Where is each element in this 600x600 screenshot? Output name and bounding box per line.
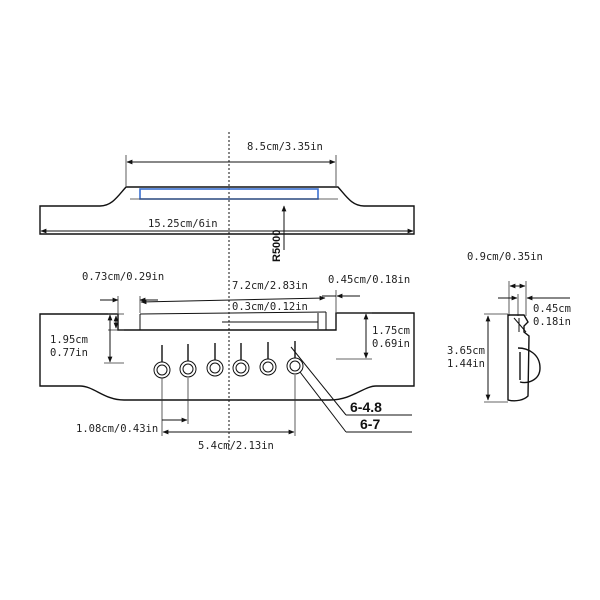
side-pin-head [517, 347, 541, 384]
pin-hole-inner [156, 364, 168, 376]
label-height-left-in: 0.77in [50, 347, 88, 359]
dim-slot-length [140, 295, 326, 305]
pin-hole-inner [289, 360, 301, 372]
pin-hole [286, 357, 304, 375]
label-radius: R5000 [271, 230, 283, 262]
bridge-front-outline [39, 312, 415, 401]
front-view: 0.73cm/0.29in 7.2cm/2.83in 0.45cm/0.18in… [39, 271, 415, 452]
label-slot-length: 7.2cm/2.83in [232, 280, 308, 292]
label-side-slot-cm: 0.45cm [533, 303, 571, 315]
label-slot-end-offset: 0.45cm/0.18in [328, 274, 410, 286]
label-height-right-cm: 1.75cm [372, 325, 410, 337]
leader-hole-small [290, 346, 347, 416]
leader-hole-large [299, 371, 347, 433]
pin-hole-inner [235, 362, 247, 374]
label-pin-span: 5.4cm/2.13in [198, 440, 274, 452]
pin-hole-inner [209, 362, 221, 374]
pin-row [153, 341, 304, 379]
label-side-height-cm: 3.65cm [447, 345, 485, 357]
label-slot-offset: 0.73cm/0.29in [82, 271, 164, 283]
label-side-thickness: 0.9cm/0.35in [467, 251, 543, 263]
top-view: 8.5cm/3.35in 15.25cm/6in R5000 [39, 141, 415, 262]
pin-hole [179, 360, 197, 378]
side-saddle [513, 317, 527, 333]
label-height-left-cm: 1.95cm [50, 334, 88, 346]
label-top-width: 8.5cm/3.35in [247, 141, 323, 153]
label-slot-width: 0.3cm/0.12in [232, 301, 308, 313]
pin-hole [153, 361, 171, 379]
pin-hole [232, 359, 250, 377]
label-hole-small: 6-4.8 [350, 399, 382, 415]
slot-top-edge [139, 311, 327, 315]
bridge-profile [39, 186, 415, 235]
pin-hole [206, 359, 224, 377]
label-hole-large: 6-7 [360, 416, 380, 432]
label-height-right-in: 0.69in [372, 338, 410, 350]
label-total-length: 15.25cm/6in [148, 218, 218, 230]
label-side-height-in: 1.44in [447, 358, 485, 370]
side-view: 0.9cm/0.35in 0.45cm 0.18in 3.65cm 1.44in [447, 251, 571, 403]
label-pin-offset: 1.08cm/0.43in [76, 423, 158, 435]
pin-hole-inner [262, 361, 274, 373]
side-profile [507, 314, 530, 402]
pin-hole-inner [182, 363, 194, 375]
label-side-slot-in: 0.18in [533, 316, 571, 328]
pin-hole [259, 358, 277, 376]
